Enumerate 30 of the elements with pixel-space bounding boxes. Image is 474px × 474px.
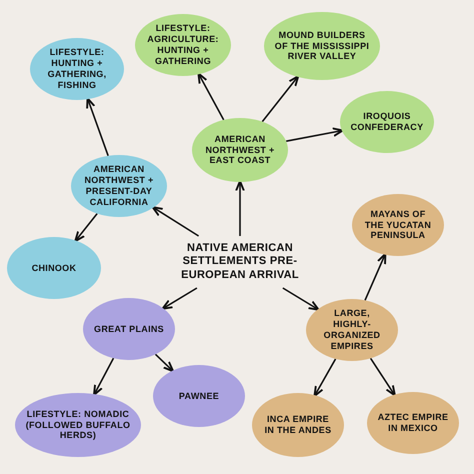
arrow [235, 180, 245, 236]
arrow [161, 287, 198, 310]
arrow [313, 358, 336, 398]
ellipse-node [83, 298, 175, 360]
arrow [370, 358, 396, 396]
arrow [86, 97, 109, 156]
node-label: PAWNEE [178, 390, 220, 402]
node-label: MAYANS OF THE YUCATAN PENINSULA [364, 208, 432, 242]
arrow [262, 75, 300, 122]
node-label: MOUND BUILDERS OF THE MISSISSIPPI RIVER VALLEY [274, 30, 370, 62]
node-label: LIFESTYLE: HUNTING + GATHERING, FISHING [46, 47, 108, 91]
node-label: LARGE, HIGHLY-ORGANIZED EMPIRES [322, 308, 382, 352]
arrow [364, 252, 386, 301]
title-text: NATIVE AMERICAN SETTLEMENTS PRE-EUROPEAN ARRIVAL [180, 242, 300, 282]
node-label: INCA EMPIRE IN THE ANDES [264, 414, 332, 436]
node-label: AZTEC EMPIRE IN MEXICO [377, 412, 449, 434]
node-label: LIFESTYLE: NOMADIC (FOLLOWED BUFFALO HERDS) [25, 408, 131, 442]
arrow [154, 354, 174, 372]
node-label: CHINOOK [32, 262, 76, 274]
arrow [286, 127, 344, 142]
arrow [197, 72, 224, 120]
arrow [282, 287, 320, 311]
arrow [93, 358, 114, 396]
node-label: AMERICAN NORTHWEST + PRESENT-DAY CALIFORNIA [83, 164, 155, 208]
arrow [152, 206, 200, 237]
node-label: IROQUOIS CONFEDERACY [350, 111, 424, 133]
node-label: AMERICAN NORTHWEST + EAST COAST [204, 134, 276, 166]
node-label: GREAT PLAINS [94, 324, 164, 334]
arrow [74, 213, 98, 242]
node-label: LIFESTYLE: AGRICULTURE: HUNTING + GATHERING [146, 23, 220, 67]
